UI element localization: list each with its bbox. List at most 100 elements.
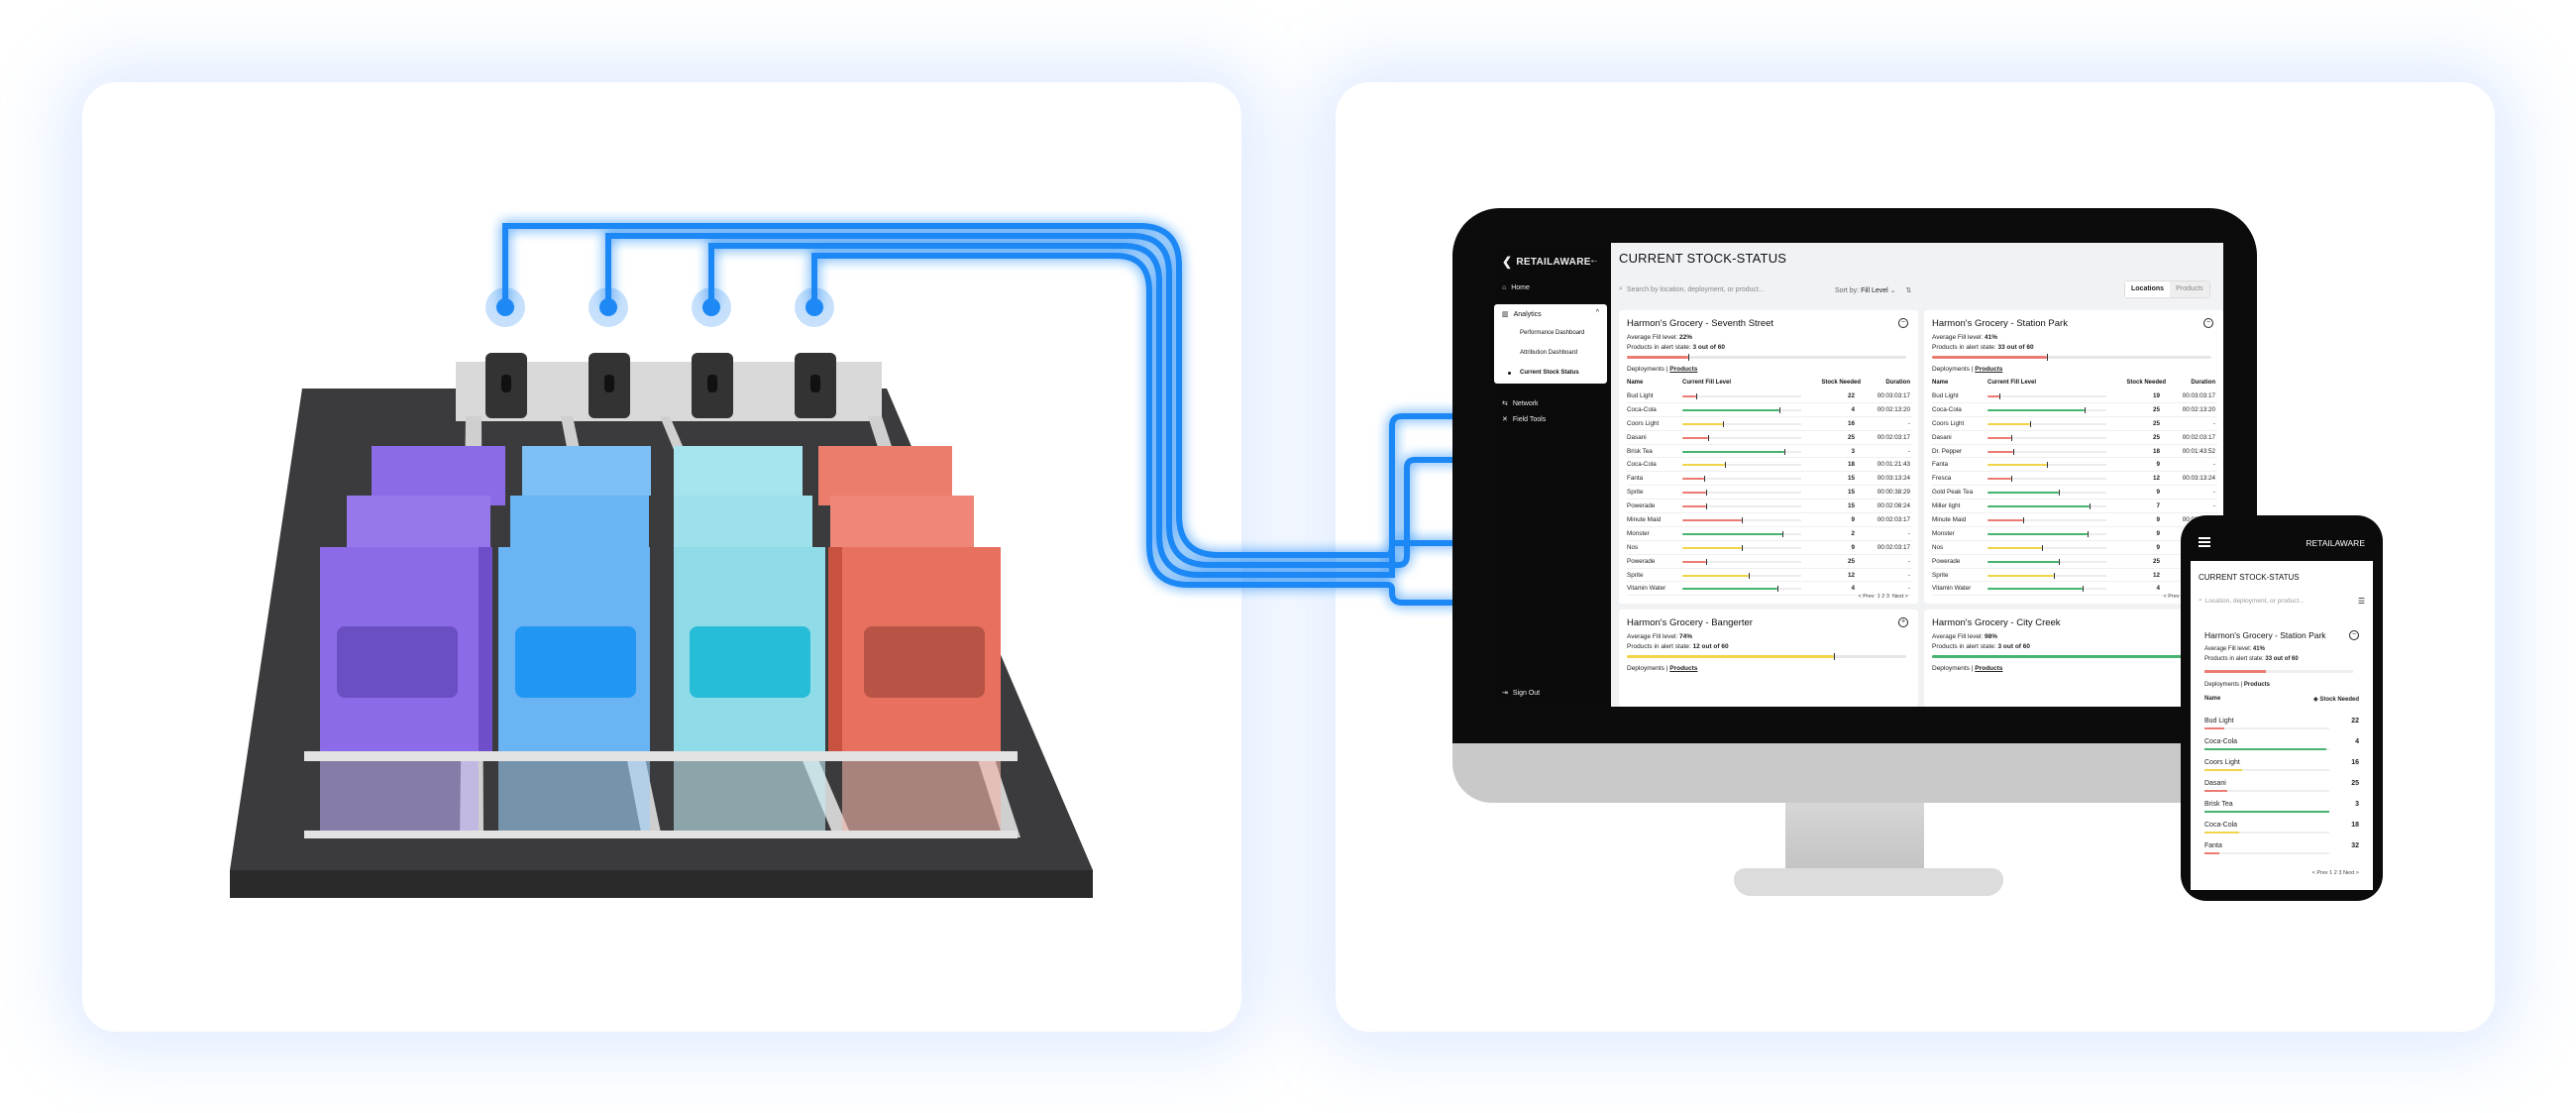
brand-logo[interactable]: ❮ RETAILAWARE [1502,255,1591,269]
stock-needed: 18 [2351,822,2359,829]
table-row[interactable]: Powerade 15 00:02:08:24 [1627,500,1912,514]
search-input[interactable]: Search by location, deployment, or produ… [1626,285,1765,293]
sidebar-item-field-tools[interactable]: ✕ Field Tools [1502,415,1546,424]
toggle-locations[interactable]: Locations [2125,281,2171,297]
tab-products[interactable]: Products [1669,665,1698,672]
table-row[interactable]: Minute Maid 9 00:02:03:17 [1932,513,2217,527]
table-row[interactable]: Nos 9 00:02:03:17 [1932,541,2217,555]
list-item[interactable]: Dasani 25 [2204,778,2359,799]
table-row[interactable]: Sprite 15 00:00:38:29 [1627,486,1912,501]
collapse-card-icon[interactable]: + [1898,617,1908,627]
table-row[interactable]: Gold Peak Tea 9 - [1932,486,2217,501]
sidebar-item-network[interactable]: ⇆ Network [1502,399,1539,408]
column-header-duration[interactable]: Duration [2191,380,2215,386]
pagination[interactable]: < Prev 1 2 3 Next > [1859,594,1908,600]
table-row[interactable]: Monster 9 - [1932,527,2217,541]
sidebar-item-performance-dashboard[interactable]: Performance Dashboard [1520,330,1585,336]
list-item[interactable]: Coca-Cola 18 [2204,820,2359,840]
table-row[interactable]: Monster 2 - [1627,527,1912,541]
toggle-products[interactable]: Products [2170,281,2209,297]
table-row[interactable]: Sprite 12 - [1932,569,2217,583]
column-header-name[interactable]: Name [1932,380,1949,386]
fill-level-bar-fill [1682,546,1742,549]
sort-label: Sort by: [1835,287,1860,294]
next-page-link[interactable]: Next > [1891,594,1908,600]
tab-deployments[interactable]: Deployments [1932,665,1970,672]
collapse-card-icon[interactable]: − [2203,318,2213,328]
prev-page-link[interactable]: < Prev [1858,594,1875,600]
column-header-name[interactable]: Name [2204,696,2221,702]
fill-level-bar-fill [1682,450,1785,453]
fill-level-bar [1682,420,1801,427]
table-row[interactable]: Brisk Tea 3 - [1627,445,1912,459]
chevron-up-icon[interactable]: ^ [1595,309,1599,316]
filter-icon[interactable]: ☰ [2357,597,2365,606]
table-row[interactable]: Coca-Cola 25 00:02:13:20 [1932,403,2217,417]
sort-direction-icon[interactable]: ⇅ [1905,287,1912,294]
avg-fill-bar [1932,354,2211,361]
prev-page-link[interactable]: < Prev [2163,594,2180,600]
phone-search-input[interactable]: Location, deployment, or product... [2204,597,2305,605]
list-item[interactable]: Coca-Cola 4 [2204,736,2359,757]
collapse-card-icon[interactable]: − [2349,630,2359,640]
phone-pagination[interactable]: < Prev 1 2 3 Next > [2311,870,2359,876]
table-row[interactable]: Fanta 15 00:03:13:24 [1627,472,1912,487]
table-row[interactable]: Fresca 12 00:03:13:24 [1932,472,2217,487]
column-header-name[interactable]: Name [1627,380,1644,386]
column-header-fill-level[interactable]: Current Fill Level [1987,380,2037,386]
sidebar-item-attribution-dashboard[interactable]: Attribution Dashboard [1520,350,1578,356]
table-row[interactable]: Coors Light 25 - [1932,417,2217,431]
fill-level-bar [1682,393,1801,399]
collapse-sidebar-icon[interactable]: ← [1589,255,1599,266]
column-header-stock-needed[interactable]: Stock Needed [1821,380,1861,386]
tab-deployments[interactable]: Deployments [2204,682,2240,688]
column-header-fill-level[interactable]: Current Fill Level [1682,380,1732,386]
card-tabs: Deployments | Products [1627,665,1698,672]
table-row[interactable]: Dasani 25 00:02:03:17 [1932,431,2217,445]
column-header-stock-needed[interactable]: Stock Needed [2126,380,2166,386]
table-row[interactable]: Vitamin Water 4 - [1627,582,1912,597]
collapse-card-icon[interactable]: − [1898,318,1908,328]
table-row[interactable]: Fanta 9 - [1932,458,2217,473]
list-item[interactable]: Brisk Tea 3 [2204,799,2359,820]
table-row[interactable]: Coca-Cola 18 00:01:21:43 [1627,458,1912,473]
tab-deployments[interactable]: Deployments [1932,366,1970,373]
table-row[interactable]: Miller light 7 - [1932,500,2217,514]
list-item[interactable]: Fanta 32 [2204,840,2359,861]
page-numbers[interactable]: 1 2 3 [1877,594,1889,600]
table-row[interactable]: Bud Light 22 00:03:03:17 [1627,390,1912,403]
card-tabs: Deployments | Products [1932,366,2003,373]
sidebar-item-current-stock-status[interactable]: Current Stock Status [1520,370,1579,376]
table-row[interactable]: Bud Light 19 00:03:03:17 [1932,390,2217,403]
sidebar-item-home[interactable]: ⌂ Home [1502,284,1530,291]
table-row[interactable]: Coors Light 16 - [1627,417,1912,431]
search-bar[interactable]: ⌕ Search by location, deployment, or pro… [1619,282,1827,296]
tab-products[interactable]: Products [1669,366,1698,373]
phone-search-bar[interactable]: ⌕ Location, deployment, or product... [2199,597,2365,605]
list-item[interactable]: Bud Light 22 [2204,716,2359,736]
column-header-stock-needed[interactable]: ◈ Stock Needed [2313,696,2359,703]
tab-products[interactable]: Products [2243,682,2270,688]
table-row[interactable]: Powerade 25 - [1932,555,2217,569]
sidebar-item-analytics[interactable]: ▥ Analytics [1502,310,1542,319]
menu-icon[interactable] [2199,537,2210,547]
table-row[interactable]: Dr. Pepper 18 00:01:43:52 [1932,445,2217,459]
sidebar-item-sign-out[interactable]: ⇥ Sign Out [1502,689,1540,698]
list-item[interactable]: Coors Light 16 [2204,757,2359,778]
table-row[interactable]: Coca-Cola 4 00:02:13:20 [1627,403,1912,417]
fill-level-bar [1987,406,2106,413]
tab-products[interactable]: Products [1975,665,2003,672]
tab-products[interactable]: Products [1975,366,2003,373]
table-row[interactable]: Dasani 25 00:02:03:17 [1627,431,1912,445]
sort-dropdown[interactable]: Sort by: Fill Level ⌄ ⇅ [1835,286,1911,294]
tab-deployments[interactable]: Deployments [1627,366,1664,373]
avg-fill-bar-fill [1627,655,1834,658]
tab-deployments[interactable]: Deployments [1627,665,1664,672]
product-name: Brisk Tea [1627,447,1653,455]
column-header-duration[interactable]: Duration [1885,380,1910,386]
table-row[interactable]: Sprite 12 - [1627,569,1912,583]
table-row[interactable]: Nos 9 00:02:03:17 [1627,541,1912,555]
table-row[interactable]: Powerade 25 - [1627,555,1912,569]
table-row[interactable]: Minute Maid 9 00:02:03:17 [1627,513,1912,527]
fill-level-bar-fill [1682,505,1706,508]
